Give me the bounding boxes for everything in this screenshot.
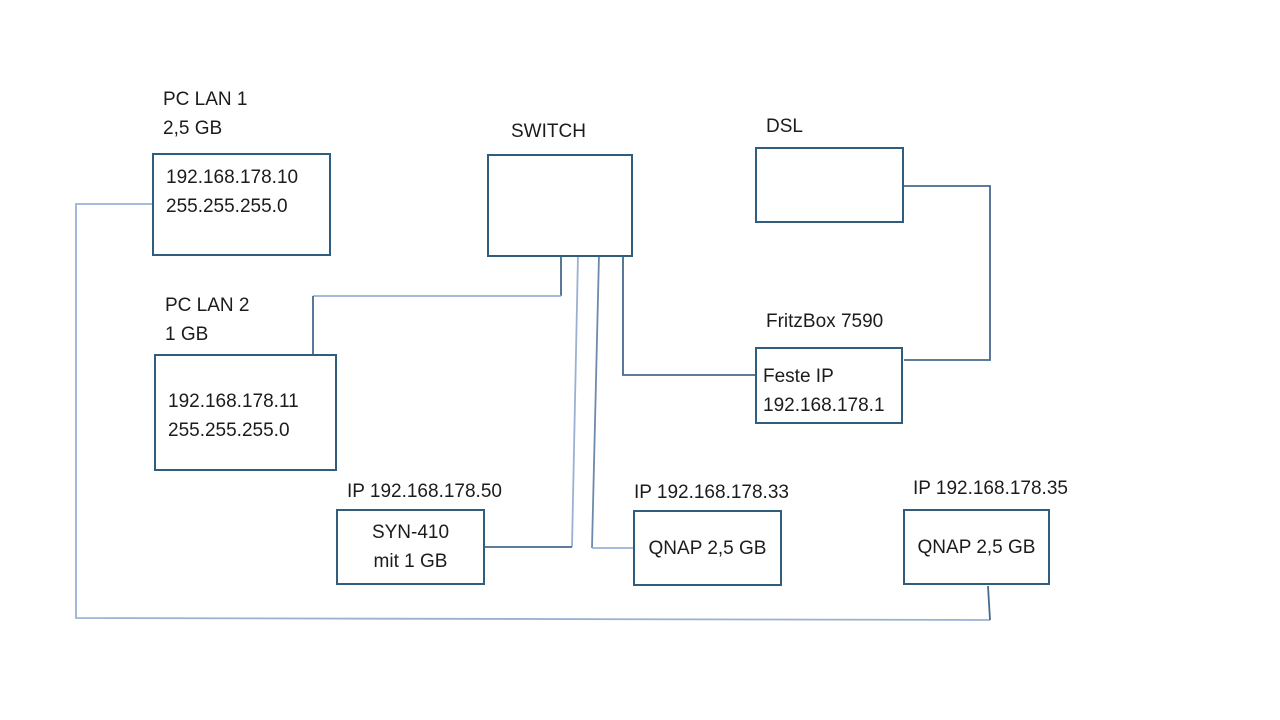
fritzbox-box: Feste IP 192.168.178.1 (755, 347, 903, 424)
fritzbox-label: FritzBox 7590 (766, 311, 884, 332)
syn410-body-line2: mit 1 GB (373, 551, 448, 572)
pc-lan-2-label: PC LAN 2 1 GB (165, 291, 249, 349)
edge-switch-fritzbox (622, 255, 755, 376)
qnap33-label: IP 192.168.178.33 (634, 482, 789, 503)
edge-dsl-fritzbox (904, 185, 991, 361)
edge-qnap35-drop (987, 585, 991, 621)
edge-pclan1-qnap35 (75, 203, 991, 621)
pc-lan-1-ip: 192.168.178.10 (166, 167, 299, 188)
pc-lan-1-box: 192.168.178.10 255.255.255.0 (152, 153, 331, 256)
pc-lan-1-label-line2: 2,5 GB (163, 118, 223, 139)
fritzbox-body-line2: 192.168.178.1 (763, 395, 885, 416)
syn410-box: SYN-410 mit 1 GB (336, 509, 485, 585)
syn410-body-line1: SYN-410 (371, 522, 450, 543)
dsl-box (755, 147, 904, 223)
edge-switch-syn410-drop (571, 254, 579, 548)
switch-label: SWITCH (511, 121, 586, 142)
fritzbox-body-line1: Feste IP (763, 366, 834, 387)
pc-lan-2-label-line1: PC LAN 2 (165, 295, 250, 316)
qnap35-box: QNAP 2,5 GB (903, 509, 1050, 585)
pc-lan-2-subnet: 255.255.255.0 (168, 420, 290, 441)
edge-switch-qnap33-drop (591, 254, 600, 549)
pc-lan-1-label: PC LAN 1 2,5 GB (163, 85, 247, 143)
dsl-label: DSL (766, 116, 803, 137)
syn410-label: IP 192.168.178.50 (347, 481, 502, 502)
qnap33-box: QNAP 2,5 GB (633, 510, 782, 586)
qnap33-body: QNAP 2,5 GB (648, 537, 767, 559)
pc-lan-2-label-line2: 1 GB (165, 324, 209, 345)
qnap35-body: QNAP 2,5 GB (917, 536, 1036, 558)
pc-lan-2-box: 192.168.178.11 255.255.255.0 (154, 354, 337, 471)
pc-lan-1-label-line1: PC LAN 1 (163, 89, 248, 110)
pc-lan-1-subnet: 255.255.255.0 (166, 196, 288, 217)
switch-box (487, 154, 633, 257)
qnap35-label: IP 192.168.178.35 (913, 478, 1068, 499)
pc-lan-2-ip: 192.168.178.11 (168, 391, 299, 412)
